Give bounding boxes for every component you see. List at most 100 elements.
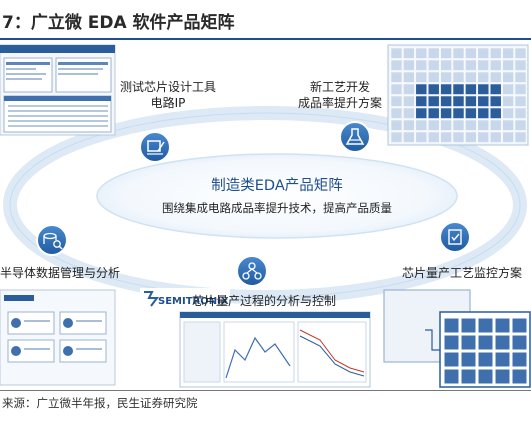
wafer-cell [489,71,502,83]
wafer-cell [415,119,428,131]
label-process-monitor-line1: 芯片量产工艺监控方案 [401,266,522,280]
wafer-cell [477,107,490,119]
new-process-screenshot [387,44,529,146]
wafer-cell [440,59,452,71]
wafer-cell [502,95,514,107]
wafer-cell [477,59,490,71]
wafer-cell [415,83,428,95]
wafer-cell [452,47,465,59]
monitor-cell [443,317,460,334]
label-mass-production-line1: 芯片量产过程的分析与控制 [191,294,336,308]
label-new-process-line1: 新工艺开发 [309,80,370,94]
wafer-cell [452,83,465,95]
wafer-cell [477,71,490,83]
label-semi-data-line1: 半导体数据管理与分析 [0,266,121,280]
wafer-cell [440,71,452,83]
wafer-cell [502,107,514,119]
wafer-cell [465,119,477,131]
clipboard-check-icon [439,221,471,253]
flask-icon [339,121,371,153]
wafer-cell [427,83,440,95]
wafer-cell [427,119,440,131]
wafer-cell [440,119,452,131]
wafer-cell [514,47,527,59]
wafer-cell [514,83,527,95]
wafer-cell [440,107,452,119]
semitronix-logo-text: SEMITRONIX [158,296,229,307]
monitor-cell [511,334,528,351]
semi-data-screenshot [0,289,116,386]
wafer-cell [427,59,440,71]
label-test-chip-line1: 测试芯片设计工具 [119,80,216,94]
chip-design-icon [139,131,171,163]
wafer-cell [403,107,415,119]
monitor-cell [511,317,528,334]
label-test-chip: 测试芯片设计工具 电路IP [116,79,220,111]
wafer-cell [514,131,527,143]
wafer-cell [477,47,490,59]
wafer-cell [465,95,477,107]
wafer-cell [452,107,465,119]
wafer-cell [477,95,490,107]
wafer-cell [427,107,440,119]
wafer-cell [415,71,428,83]
wafer-cell [465,59,477,71]
wafer-cell [427,47,440,59]
monitor-cell [460,334,477,351]
wafer-cell [502,71,514,83]
wafer-cell [415,107,428,119]
wafer-cell [415,131,428,143]
process-monitor-screenshot [383,289,531,388]
test-chip-screenshot [0,44,116,136]
label-new-process: 新工艺开发 成品率提升方案 [290,79,390,111]
outer-orbit-line [9,112,521,298]
wafer-cell [514,71,527,83]
wafer-cell [440,131,452,143]
monitor-cell [511,368,528,385]
wafer-cell [489,119,502,131]
wafer-cell [440,47,452,59]
monitor-cell [494,317,511,334]
monitor-cell [494,368,511,385]
monitor-cell [443,368,460,385]
wafer-cell [465,131,477,143]
mass-production-screenshot [179,311,371,388]
figure-title-bar: 7：广立微 EDA 软件产品矩阵 [0,0,531,38]
monitor-cell [443,334,460,351]
database-search-icon [36,224,68,256]
wafer-cell [440,83,452,95]
wafer-cell [477,83,490,95]
monitor-cell [477,317,494,334]
monitor-cell [477,368,494,385]
monitor-cell [443,351,460,368]
label-process-monitor: 芯片量产工艺监控方案 [397,265,527,281]
wafer-cell [415,47,428,59]
monitor-cell [494,351,511,368]
wafer-cell [415,59,428,71]
label-new-process-line2: 成品率提升方案 [297,96,382,110]
wafer-cell [465,71,477,83]
wafer-cell [514,107,527,119]
wafer-cell [502,47,514,59]
wafer-cell [502,59,514,71]
wafer-cell [390,107,403,119]
wafer-cell [390,59,403,71]
wafer-cell [502,83,514,95]
wafer-cell [465,107,477,119]
wafer-cell [427,71,440,83]
center-subtitle: 围绕集成电路成品率提升技术，提高产品质量 [162,201,392,215]
wafer-cell [452,59,465,71]
wafer-cell [403,119,415,131]
wafer-cell [403,47,415,59]
wafer-cell [403,131,415,143]
wafer-cell [489,47,502,59]
wafer-cell [452,95,465,107]
monitor-cell [460,317,477,334]
center-title: 制造类EDA产品矩阵 [211,178,343,194]
wafer-cell [390,71,403,83]
wafer-cell [390,131,403,143]
wafer-cell [390,119,403,131]
wafer-cell [465,83,477,95]
wafer-cell [440,95,452,107]
